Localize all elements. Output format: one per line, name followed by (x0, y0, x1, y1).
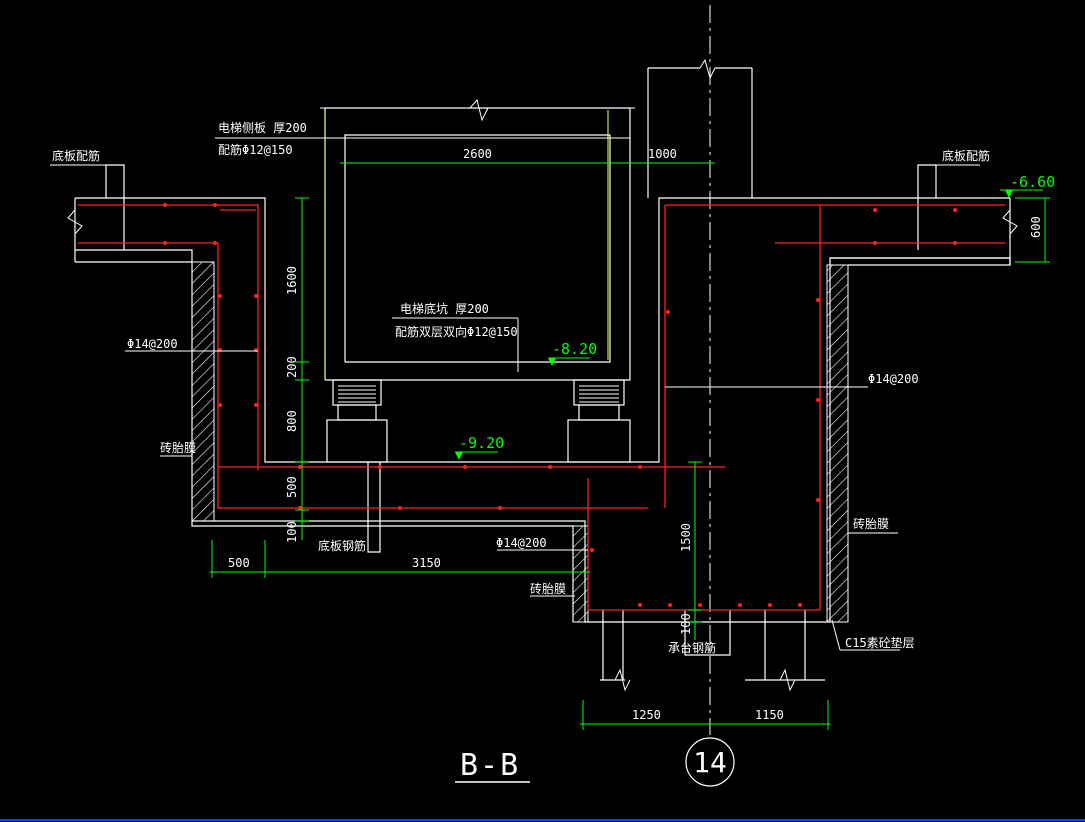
dim-h4: 500 (285, 476, 299, 498)
dim-bottom-w: 3150 (412, 556, 441, 570)
section-title: B-B (460, 748, 520, 783)
dim-h2: 200 (285, 356, 299, 378)
label-waterproof-right: 砖胎膜 (853, 516, 889, 531)
dim-pit-depth: 1500 (679, 523, 693, 552)
dim-pit-width: 2600 (463, 147, 492, 161)
label-pit-floor-rebar: 配筋双层双向Φ12@150 (395, 324, 518, 339)
label-pit-rebar: Φ14@200 (496, 536, 547, 550)
break-symbols (67, 58, 1018, 692)
brick-wall-right (826, 264, 849, 623)
dim-left-w: 500 (228, 556, 250, 570)
dim-cap-left: 1250 (632, 708, 661, 722)
label-pit-side-rebar: 配筋Φ12@150 (218, 142, 293, 157)
dim-offset: 1000 (648, 147, 677, 161)
label-cap-rebar: 承台钢筋 (668, 640, 716, 655)
dimension-lines (210, 162, 1050, 730)
dim-cap-right: 1150 (755, 708, 784, 722)
label-bottom-rebar: 底板钢筋 (318, 538, 366, 553)
leader-lines (50, 137, 980, 651)
rebar-dots (163, 203, 957, 607)
elevation-top: -6.60 (1010, 173, 1055, 191)
dim-h5: 100 (285, 521, 299, 543)
label-bottom-slab-left: 底板配筋 (52, 148, 100, 163)
dim-h3: 800 (285, 410, 299, 432)
dim-h1: 1600 (285, 266, 299, 295)
axis-number: 14 (693, 746, 727, 779)
pit-wall-lines (324, 110, 609, 380)
label-right-wall-rebar: Φ14@200 (868, 372, 919, 386)
label-waterproof-left: 砖胎膜 (160, 440, 196, 455)
label-pit-floor: 电梯底坑 厚200 (400, 301, 489, 316)
brick-wall-pit (572, 525, 589, 623)
elevation-markers (455, 190, 1013, 460)
elevation-slab: -9.20 (459, 434, 504, 452)
buffer-springs (338, 385, 619, 403)
dim-slab-thick: 600 (1029, 216, 1043, 238)
elevation-pit-floor: -8.20 (552, 340, 597, 358)
label-left-wall-rebar: Φ14@200 (127, 337, 178, 351)
label-waterproof-pit: 砖胎膜 (530, 581, 566, 596)
label-cushion: C15素砼垫层 (845, 635, 915, 650)
axis-bubble (685, 737, 735, 787)
label-bottom-slab-right: 底板配筋 (942, 148, 990, 163)
brick-wall-left (191, 261, 215, 522)
label-pit-side-wall: 电梯侧板 厚200 (218, 121, 307, 135)
dim-cap-thick: 100 (679, 613, 693, 635)
